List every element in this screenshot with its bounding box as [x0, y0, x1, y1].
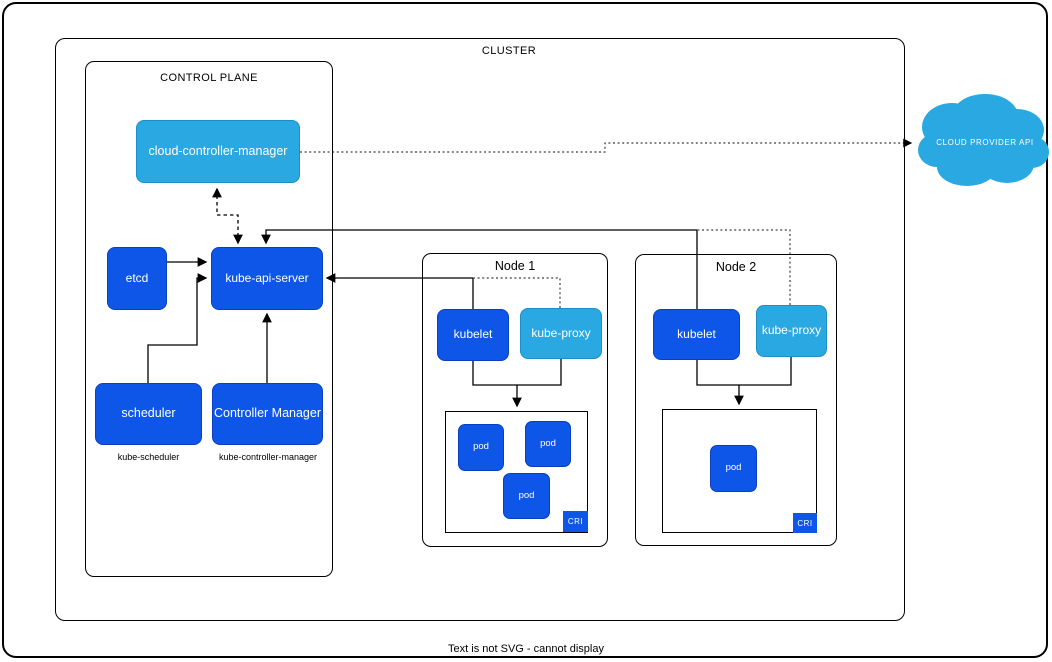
- node1-pod-2: pod: [525, 421, 571, 467]
- etcd-box: etcd: [107, 247, 167, 310]
- kube-scheduler-caption: kube-scheduler: [117, 452, 180, 462]
- cluster-container: [55, 38, 905, 621]
- export-warning-text: Text is not SVG - cannot display: [448, 643, 604, 655]
- node2-cri-badge: CRI: [793, 513, 817, 533]
- node1-pod-3: pod: [503, 473, 550, 519]
- kube-api-server-box: kube-api-server: [211, 247, 323, 310]
- controller-manager-box: Controller Manager: [212, 383, 323, 445]
- kube-controller-manager-caption: kube-controller-manager: [218, 452, 318, 462]
- node2-kube-proxy-box: kube-proxy: [756, 305, 827, 357]
- cloud-provider-api-label: CLOUD PROVIDER API: [936, 138, 1034, 147]
- node2-label: Node 2: [715, 260, 757, 274]
- node1-pod-1: pod: [458, 424, 504, 471]
- node1-pods-container: [445, 411, 588, 533]
- node1-cri-badge: CRI: [563, 511, 588, 532]
- node2-pod-1: pod: [710, 445, 757, 492]
- cluster-label: CLUSTER: [481, 45, 537, 57]
- node2-kubelet-box: kubelet: [653, 309, 740, 360]
- node1-kube-proxy-box: kube-proxy: [520, 308, 602, 359]
- control-plane-container: [85, 61, 333, 577]
- node1-label: Node 1: [494, 259, 536, 273]
- control-plane-label: CONTROL PLANE: [160, 72, 258, 84]
- node1-kubelet-box: kubelet: [437, 309, 509, 361]
- cloud-controller-manager-box: cloud-controller-manager: [136, 120, 300, 183]
- node2-pods-container: [662, 409, 817, 533]
- scheduler-box: scheduler: [95, 383, 202, 445]
